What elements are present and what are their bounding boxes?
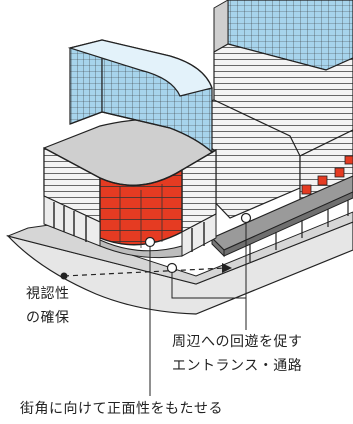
site-ground	[6, 221, 353, 315]
sightline-arrow	[60, 263, 232, 280]
entrance-marker	[166, 262, 178, 274]
label-entrance-line2: エントランス・通路	[172, 358, 303, 374]
ground-floor-colonnade	[43, 195, 217, 259]
corner-marker	[144, 236, 156, 248]
front-tower	[67, 39, 213, 154]
pedestrian-walkway	[210, 175, 353, 262]
label-corner: 街角に向けて正面性をもたせる	[20, 401, 223, 417]
entrance-leader	[171, 268, 247, 330]
callout-lines	[149, 218, 247, 396]
label-entrance-line1: 周辺への回遊を促す	[172, 334, 303, 350]
walkway-marker	[240, 212, 252, 224]
label-entrance: 周辺への回遊を促す エントランス・通路	[172, 330, 303, 378]
label-visibility-line1: 視認性	[26, 286, 70, 302]
label-visibility: 視認性 の確保	[26, 282, 70, 330]
callout-markers	[144, 212, 252, 274]
podium-main	[43, 118, 217, 248]
label-visibility-line2: の確保	[26, 310, 70, 326]
